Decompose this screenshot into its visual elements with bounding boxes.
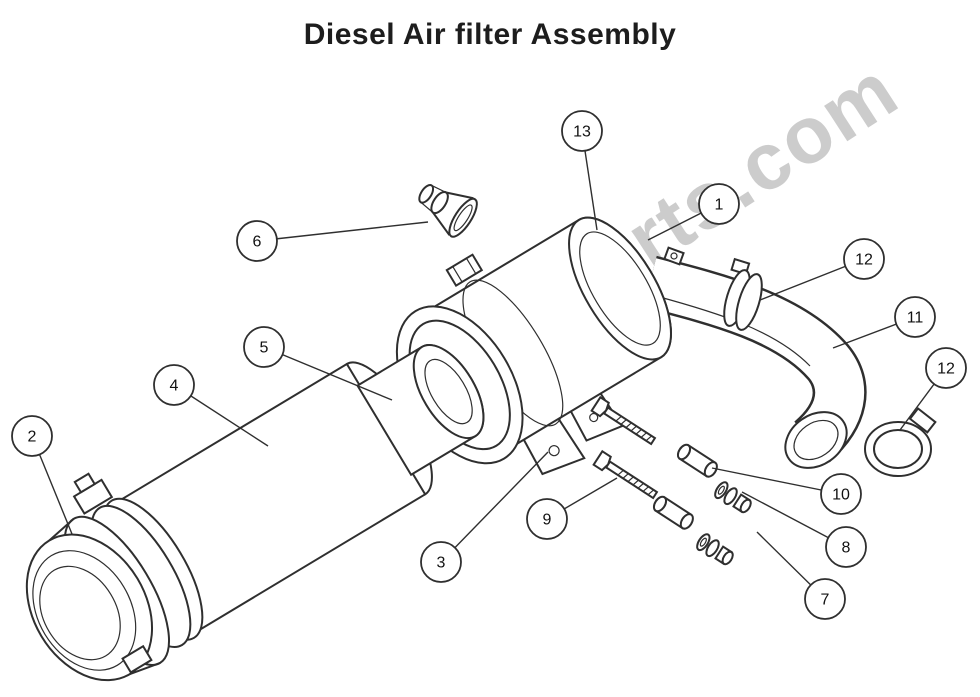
leader-line [440,451,549,563]
breather-fitting [418,184,478,238]
washer-nut-lower [696,533,734,566]
outlet-hose [643,255,867,469]
callout-circle [925,347,967,389]
leader-line [711,467,842,495]
washer-nut-upper [714,481,752,514]
callout-number: 5 [260,340,269,357]
callout-number: 6 [253,234,262,251]
filter-assembly [25,216,672,682]
callout-2: 2 [11,415,73,535]
callout-5: 5 [243,326,393,401]
callout-4: 4 [153,364,269,447]
assembly-drawing [25,184,937,682]
spacer-2 [652,495,694,530]
callout-circle [526,498,568,540]
callout-number: 4 [170,378,179,395]
bolt-1 [590,395,657,446]
callout-circle [894,296,936,338]
hose-clamp-upper [723,257,763,331]
callout-7: 7 [756,531,846,620]
page-title: Diesel Air filter Assembly [303,18,677,51]
callout-number: 12 [855,252,873,269]
callout-number: 7 [821,592,830,609]
callout-circle [804,578,846,620]
callout-13: 13 [561,110,603,231]
hose-clamp-lower [864,407,937,477]
callout-number: 8 [842,540,851,557]
callout-9: 9 [526,477,618,540]
callout-number: 12 [937,361,955,378]
end-cap-dome [25,515,171,682]
callout-10: 10 [711,467,862,515]
callout-number: 11 [907,310,924,327]
spacer-1 [676,443,718,478]
callout-number: 3 [437,555,446,572]
callout-circle [825,526,867,568]
callout-12: 12 [759,238,885,301]
callout-11: 11 [832,296,936,349]
filter-element [356,344,485,477]
callout-3: 3 [420,451,549,583]
callout-circle [843,238,885,280]
callout-circle [561,110,603,152]
callout-12: 12 [899,347,967,431]
callout-circle [11,415,53,457]
callout-circle [698,183,740,225]
bolt-2 [592,449,659,500]
callout-number: 10 [832,487,850,504]
callout-6: 6 [236,220,429,262]
callout-8: 8 [741,491,867,568]
callout-circle [420,541,462,583]
callout-circle [153,364,195,406]
callout-number: 1 [715,197,724,214]
callout-circle [243,326,285,368]
callout-circle [236,220,278,262]
leader-line [263,346,393,401]
callout-number: 13 [573,124,591,141]
leader-line [256,221,429,242]
callout-1: 1 [647,183,740,241]
callout-circle [820,473,862,515]
callout-number: 2 [28,429,37,446]
callout-number: 9 [543,512,552,529]
elbow-fitting [663,246,685,266]
